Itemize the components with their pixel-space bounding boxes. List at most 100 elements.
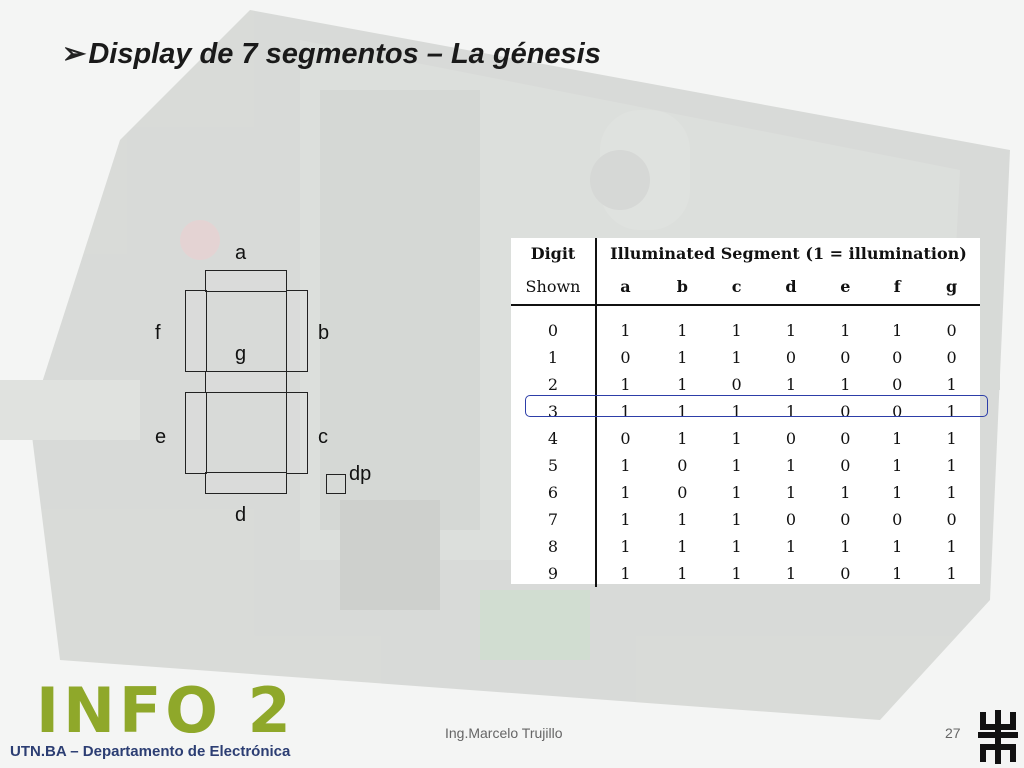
segment-cell: 0: [840, 456, 851, 475]
segment-cell: 0: [785, 510, 797, 529]
segment-cell: 1: [892, 320, 903, 340]
segment-d: [205, 472, 287, 494]
segment-b: [286, 290, 308, 372]
segment-cell: 1: [946, 402, 957, 421]
segment-cell: 1: [785, 456, 797, 475]
segment-cell: 0: [840, 429, 851, 448]
segment-cell: 1: [731, 537, 742, 556]
digit-cell: 6: [511, 479, 597, 506]
segment-cell: 1: [731, 483, 742, 502]
slide-title: ➢Display de 7 segmentos – La génesis: [62, 36, 601, 71]
segment-cell: 1: [785, 375, 797, 394]
segment-cell: 1: [620, 564, 631, 583]
segment-cell: 1: [620, 402, 631, 421]
segment-cell: 0: [785, 348, 797, 367]
arrow-bullet-icon: ➢: [62, 38, 87, 70]
segment-cell: 1: [677, 375, 688, 394]
segment-cell: 0: [840, 510, 851, 529]
segment-cell: 1: [677, 348, 688, 367]
segment-c: [286, 392, 308, 474]
segment-cell: 1: [677, 429, 688, 448]
digit-cell: 9: [511, 560, 597, 587]
label-d: d: [235, 504, 247, 526]
segment-cell: 0: [892, 402, 903, 421]
segment-cell: 1: [620, 483, 631, 502]
segment-cell: 1: [892, 456, 903, 475]
footer-author: Ing.Marcelo Trujillo: [445, 725, 563, 741]
segment-cell: 0: [892, 348, 903, 367]
label-g: g: [235, 343, 247, 365]
truth-table: Digit Illuminated Segment (1 = illuminat…: [511, 238, 980, 587]
segment-cell: 1: [677, 402, 688, 421]
highlight-digit-3-row: [525, 395, 988, 417]
segment-cell: 1: [785, 402, 797, 421]
segment-cell: 1: [892, 564, 903, 583]
segment-cell: 1: [731, 510, 742, 529]
segment-cell: 1: [731, 348, 742, 367]
header-shown: Shown: [511, 268, 597, 306]
segment-cell: 0: [620, 429, 631, 448]
segment-cell: 1: [946, 483, 957, 502]
segment-cell: 1: [892, 537, 903, 556]
segment-table: Digit Illuminated Segment (1 = illuminat…: [511, 238, 980, 587]
segment-f: [185, 290, 207, 372]
slide-title-text: Display de 7 segmentos – La génesis: [88, 38, 601, 70]
segment-cell: 1: [946, 537, 957, 556]
segment-cell: 1: [785, 320, 797, 340]
segment-cell: 1: [677, 564, 688, 583]
header-col-d: d: [762, 268, 820, 306]
label-a: a: [235, 242, 247, 264]
segment-cell: 1: [620, 537, 631, 556]
segment-cell: 1: [731, 320, 742, 340]
segment-cell: 1: [892, 429, 903, 448]
segment-cell: 1: [677, 320, 688, 340]
header-col-g: g: [923, 268, 980, 306]
department-name: UTN.BA – Departamento de Electrónica: [10, 743, 291, 760]
segment-cell: 1: [677, 510, 688, 529]
segment-cell: 0: [677, 483, 688, 502]
digit-cell: 7: [511, 506, 597, 533]
segment-cell: 0: [946, 348, 957, 367]
segment-cell: 1: [785, 564, 797, 583]
label-dp: dp: [349, 463, 372, 485]
table-header-row: Digit Illuminated Segment (1 = illuminat…: [511, 238, 980, 268]
label-b: b: [318, 322, 330, 344]
segment-cell: 1: [946, 456, 957, 475]
header-illuminated-segment: Illuminated Segment (1 = illumination): [610, 243, 967, 263]
segment-cell: 1: [620, 320, 631, 340]
segment-cell: 1: [840, 537, 851, 556]
info2-logo: INFO 2: [36, 674, 295, 747]
segment-cell: 1: [731, 564, 742, 583]
segment-cell: 1: [731, 402, 742, 421]
segment-cell: 1: [620, 510, 631, 529]
digit-cell: 0: [511, 305, 597, 344]
header-col-b: b: [653, 268, 711, 306]
segment-e: [185, 392, 207, 474]
header-col-f: f: [871, 268, 924, 306]
segment-cell: 0: [946, 510, 957, 529]
segment-cell: 1: [946, 564, 957, 583]
segment-cell: 1: [840, 320, 851, 340]
segment-cell: 0: [731, 375, 742, 394]
digit-cell: 2: [511, 371, 597, 398]
segment-cell: 1: [946, 429, 957, 448]
segment-cell: 1: [785, 483, 797, 502]
segment-cell: 1: [731, 456, 742, 475]
label-c: c: [318, 426, 328, 448]
segment-cell: 1: [620, 456, 631, 475]
page-number: 27: [945, 725, 961, 741]
header-col-e: e: [819, 268, 872, 306]
segment-cell: 1: [731, 429, 742, 448]
utn-logo-icon: [978, 710, 1018, 764]
segment-cell: 1: [840, 483, 851, 502]
segment-g: [205, 371, 287, 393]
label-e: e: [155, 426, 167, 448]
